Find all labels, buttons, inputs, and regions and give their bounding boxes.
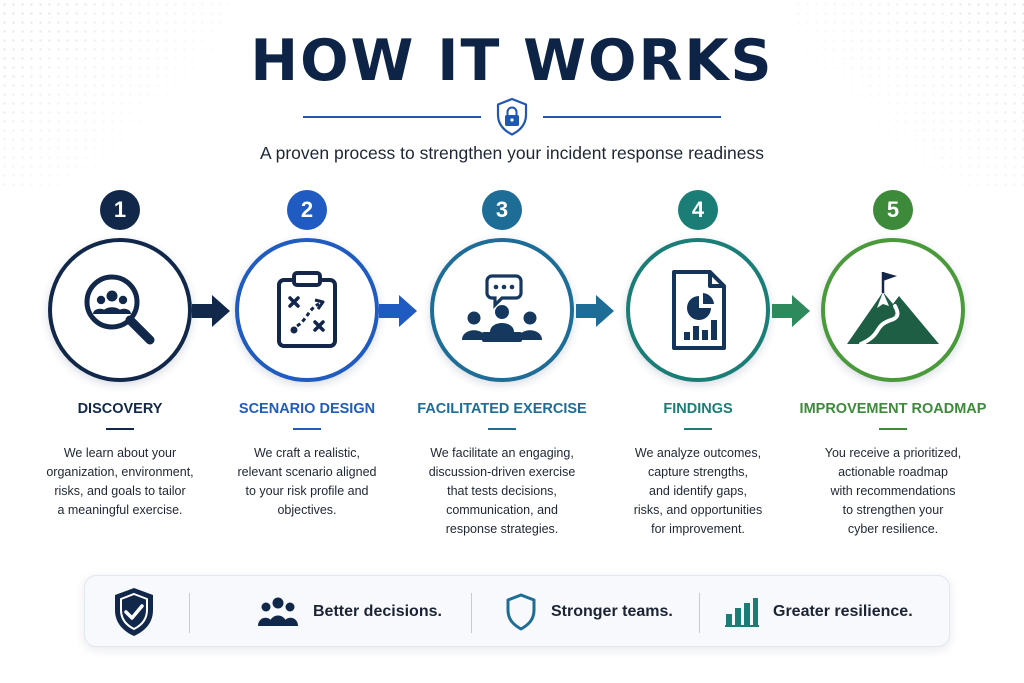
shield-check-icon [115,588,153,636]
benefits-bar: Better decisions. Stronger teams. Greate… [84,575,950,647]
benefit-label: Better decisions. [313,603,442,620]
magnifier-team-icon [84,274,155,345]
step-ring [430,238,574,382]
arrow-right-icon [379,295,417,327]
benefit-greater-resilience: Greater resilience. [725,576,913,648]
bar-growth-icon [725,598,759,627]
step-title-rule [488,428,516,430]
team-discussion-icon [462,274,542,342]
clipboard-strategy-icon [277,271,337,348]
step-description: We learn about your organization, enviro… [46,446,194,517]
divider [699,593,700,633]
step-description: We craft a realistic, relevant scenario … [237,446,377,517]
benefit-label: Greater resilience. [773,603,913,620]
step-scenario-design: 2 SCENARIO DESIGN We craft a realistic, … [207,190,407,550]
step-facilitated-exercise: 3 FACILITATED EXERCISE We facilitate an … [402,190,602,550]
benefit-label: Stronger teams. [551,603,673,620]
shield-outline-icon [506,593,536,631]
step-discovery: 1 DISCOVERY We learn about your organiza… [20,190,220,550]
step-title-rule [106,428,134,430]
step-title: IMPROVEMENT ROADMAP [799,401,987,417]
step-title-rule [293,428,321,430]
dot-pattern-right [794,0,1024,190]
step-improvement-roadmap: 5 IMPROVEMENT ROADMAP You receive a prio… [793,190,993,550]
step-title: FINDINGS [663,401,733,417]
people-group-icon [258,597,298,626]
step-ring [626,238,770,382]
step-number-badge: 2 [287,190,327,230]
step-findings: 4 FINDINGS We analyze outcomes, capture … [598,190,798,550]
arrow-right-icon [772,295,810,327]
page-subtitle: A proven process to strengthen your inci… [260,143,764,163]
shield-lock-icon [496,97,528,136]
mountain-flag-icon [847,272,939,346]
report-chart-icon [672,270,726,350]
step-description: You receive a prioritized, actionable ro… [824,446,962,536]
step-title: SCENARIO DESIGN [238,401,376,417]
step-title-rule [684,428,712,430]
benefit-stronger-teams: Stronger teams. [505,576,673,648]
step-ring [48,238,192,382]
divider [471,593,472,633]
step-title: DISCOVERY [77,401,163,417]
step-number-badge: 1 [100,190,140,230]
page-title: HOW IT WORKS [250,28,774,94]
title-rule-right [543,116,721,118]
benefit-better-decisions: Better decisions. [257,576,442,648]
arrow-right-icon [192,295,230,327]
divider [189,593,190,633]
step-title: FACILITATED EXERCISE [417,401,587,417]
arrow-right-icon [576,295,614,327]
step-ring [821,238,965,382]
step-ring [235,238,379,382]
step-number-badge: 5 [873,190,913,230]
step-number-badge: 3 [482,190,522,230]
title-rule-left [303,116,481,118]
dot-pattern-left [0,0,230,190]
step-title-rule [879,428,907,430]
step-number-badge: 4 [678,190,718,230]
step-description: We analyze outcomes, capture strengths, … [633,446,763,536]
step-description: We facilitate an engaging, discussion-dr… [428,446,576,536]
